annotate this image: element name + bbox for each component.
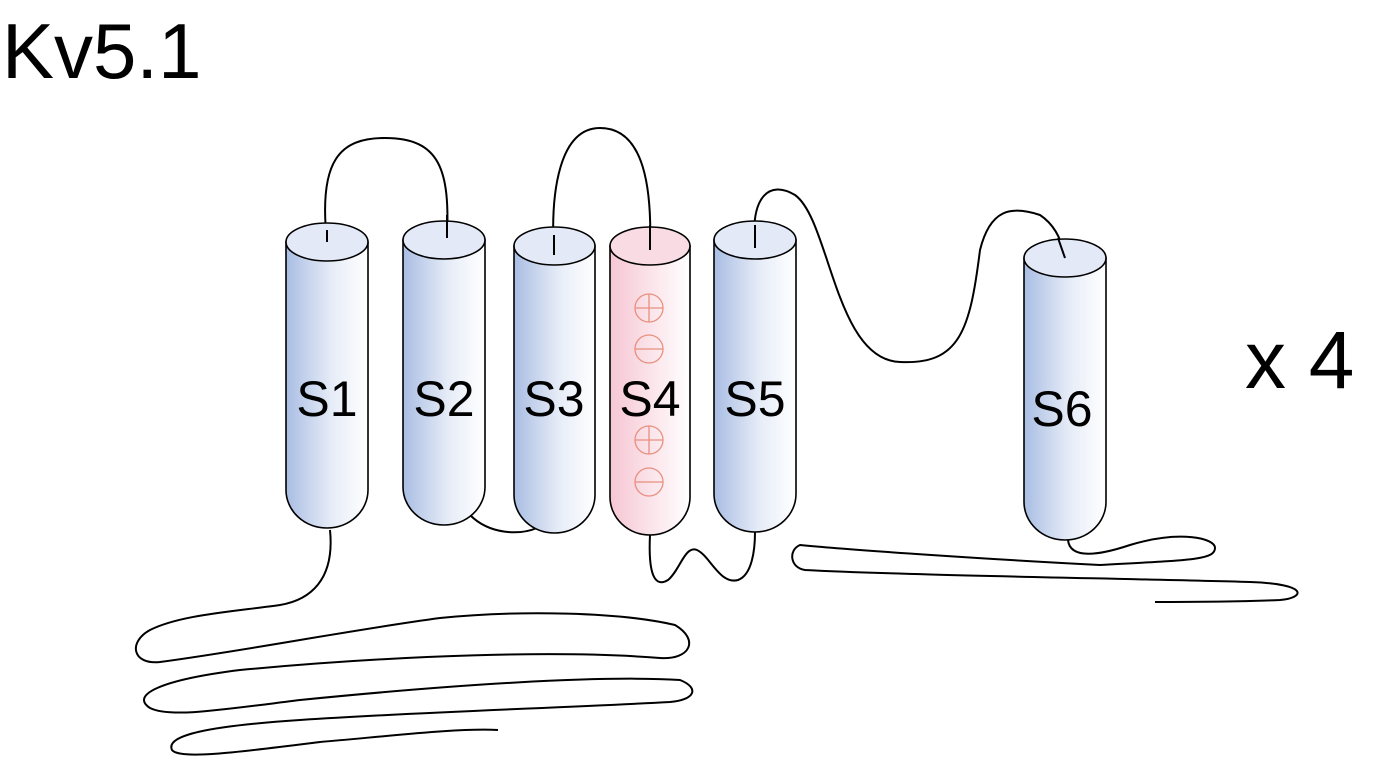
s4-s5-linker [648, 531, 756, 584]
helix-label: S3 [523, 371, 584, 427]
negative-charge-icon [634, 467, 664, 497]
negative-charge-icon [634, 334, 664, 364]
helix-s6: S6 [1023, 238, 1107, 541]
s5-s6-pore-loop [753, 188, 1066, 364]
helix-label: S6 [1031, 381, 1092, 437]
s1-s2-extracellular-loop [324, 136, 449, 243]
s3-s4-extracellular-loop [552, 126, 652, 256]
diagram-title: Kv5.1 [2, 7, 201, 95]
subunit-multiplier: x 4 [1245, 315, 1354, 406]
positive-charge-icon [634, 425, 664, 455]
helix-label: S4 [619, 371, 680, 427]
helix-s1: S1 [285, 222, 369, 529]
helix-s3: S3 [513, 226, 596, 534]
helix-s5: S5 [713, 220, 797, 533]
helix-label: S5 [724, 371, 785, 427]
positive-charge-icon [634, 293, 664, 323]
s2-s3-intracellular-loop [469, 514, 538, 534]
n-terminus [134, 529, 694, 756]
c-terminus [791, 535, 1299, 603]
helix-s4-voltage-sensor: S4 [609, 226, 691, 536]
helix-label: S2 [413, 371, 474, 427]
loops [134, 126, 1299, 756]
helix-label: S1 [296, 371, 357, 427]
helix-s2: S2 [402, 220, 486, 526]
